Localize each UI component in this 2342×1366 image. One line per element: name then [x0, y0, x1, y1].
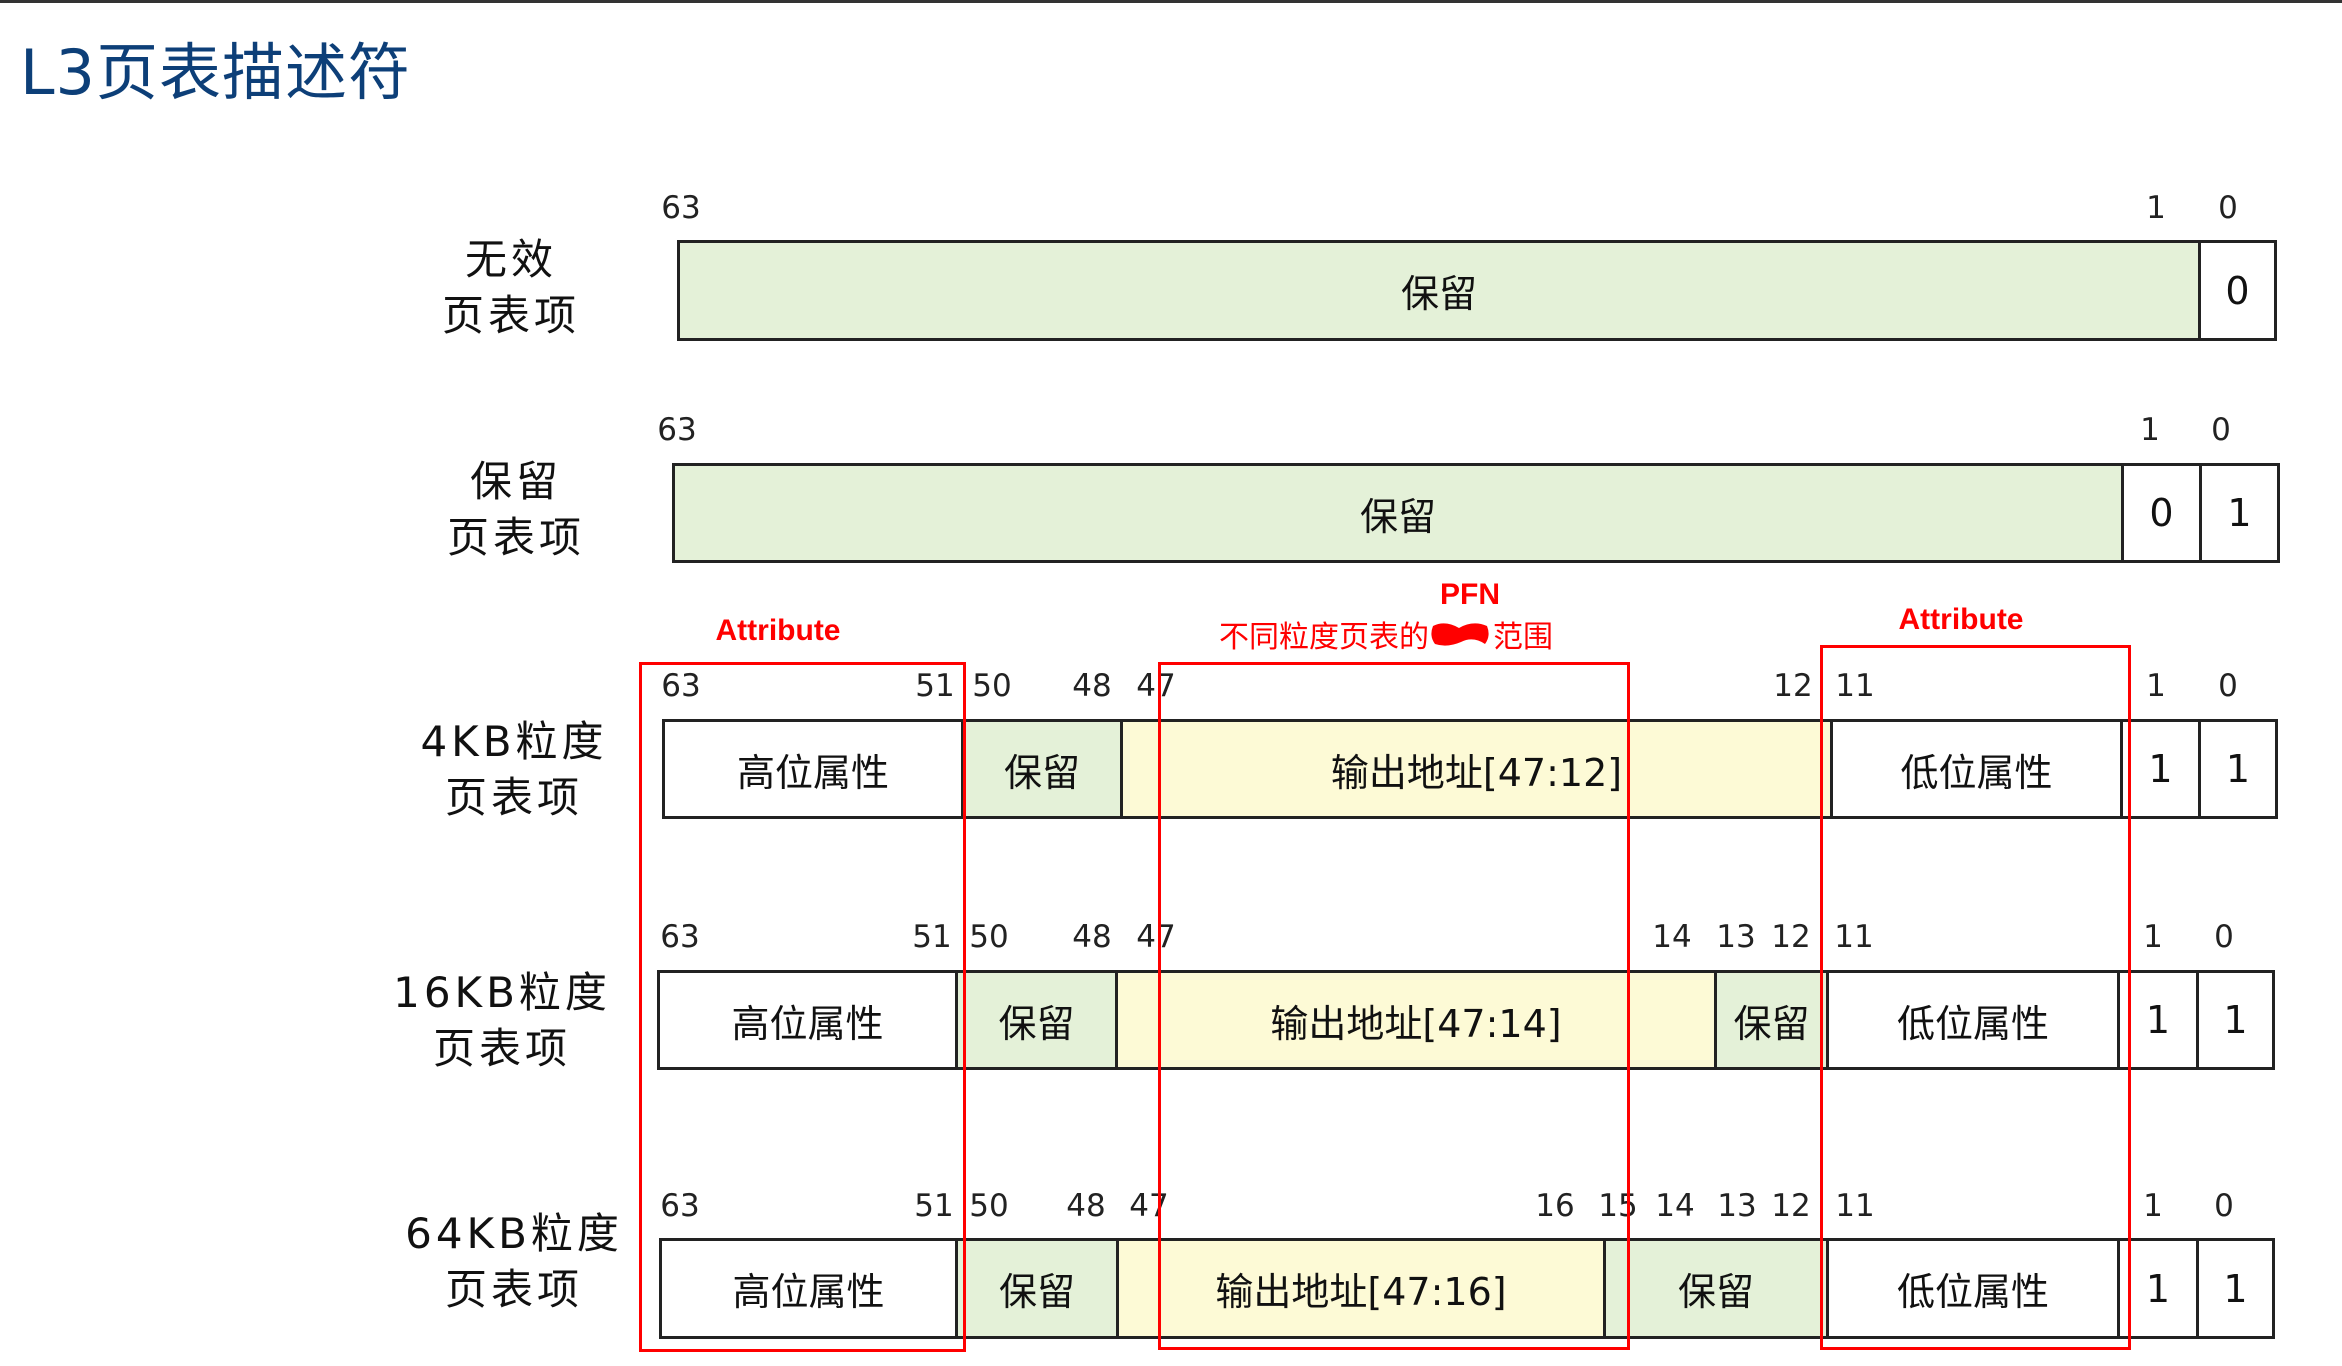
page-title: L3页表描述符	[20, 36, 411, 109]
bit-number: 0	[2214, 919, 2234, 955]
bit-number: 47	[1136, 919, 1176, 955]
redaction-scribble-icon	[1429, 618, 1493, 650]
top-border	[0, 0, 2342, 3]
field-attr: 高位属性	[662, 1241, 955, 1336]
low-attribute-highlight	[1820, 645, 2131, 1350]
field-bit: 1	[2199, 466, 2277, 560]
bit-number: 1	[2140, 412, 2160, 448]
bit-number: 12	[1771, 1188, 1811, 1224]
bit-number: 1	[2146, 190, 2166, 226]
field-bit: 1	[2196, 1241, 2272, 1336]
pfn-description: 不同粒度页表的 范围	[1219, 612, 1553, 656]
bit-number: 63	[660, 919, 700, 955]
bit-number: 50	[969, 1188, 1009, 1224]
field-address: 输出地址[47:16]	[1116, 1241, 1603, 1336]
row-label-line: 页表项	[446, 513, 586, 562]
bit-number: 63	[661, 668, 701, 704]
bit-number: 50	[969, 919, 1009, 955]
bit-number: 14	[1655, 1188, 1695, 1224]
bit-number: 11	[1835, 1188, 1875, 1224]
bit-number: 13	[1717, 1188, 1757, 1224]
bit-number: 13	[1716, 919, 1756, 955]
bit-number: 12	[1771, 919, 1811, 955]
row-label-line: 无效	[464, 235, 558, 284]
pfn-highlight	[1158, 662, 1630, 1350]
field-reserved: 保留	[955, 1241, 1116, 1336]
bit-number: 0	[2214, 1188, 2234, 1224]
row-label-line: 保留	[469, 457, 563, 506]
field-attr: 高位属性	[665, 722, 961, 816]
pfn-description-before: 不同粒度页表的	[1219, 620, 1429, 655]
field-bit: 1	[2196, 973, 2272, 1067]
field-address: 输出地址[47:12]	[1120, 722, 1830, 816]
attribute-label-left: Attribute	[715, 614, 841, 647]
bit-number: 47	[1129, 1188, 1169, 1224]
field-bit: 1	[2120, 722, 2198, 816]
bit-number: 11	[1835, 668, 1875, 704]
bit-number: 63	[661, 190, 701, 226]
row-label: 保留页表项	[447, 454, 585, 566]
bit-number: 16	[1535, 1188, 1575, 1224]
pfn-description-after: 范围	[1493, 620, 1553, 655]
bit-number: 50	[972, 668, 1012, 704]
field-reserved: 保留	[961, 722, 1120, 816]
bit-number: 1	[2143, 1188, 2163, 1224]
bit-number: 51	[915, 668, 955, 704]
row-label: 无效页表项	[442, 232, 580, 344]
row-label-line: 页表项	[444, 773, 584, 822]
bit-number: 0	[2218, 668, 2238, 704]
bit-number: 0	[2211, 412, 2231, 448]
bit-number: 63	[660, 1188, 700, 1224]
field-address: 输出地址[47:14]	[1115, 973, 1714, 1067]
row-label: 4KB粒度页表项	[420, 714, 607, 826]
bit-number: 48	[1072, 668, 1112, 704]
field-bit: 0	[2121, 466, 2199, 560]
row-label-line: 16KB粒度	[393, 968, 611, 1017]
field-bit: 0	[2198, 243, 2274, 338]
field-attr: 低位属性	[1830, 722, 2120, 816]
field-reserved: 保留	[1714, 973, 1826, 1067]
field-reserved: 保留	[1603, 1241, 1826, 1336]
field-attr: 低位属性	[1826, 1241, 2117, 1336]
field-reserved: 保留	[680, 243, 2198, 338]
bit-number: 63	[657, 412, 697, 448]
bit-number: 48	[1066, 1188, 1106, 1224]
field-reserved: 保留	[675, 466, 2121, 560]
pfn-label: PFN	[1440, 578, 1500, 611]
bit-number: 12	[1773, 668, 1813, 704]
row-label-line: 页表项	[432, 1024, 571, 1073]
bit-number: 51	[914, 1188, 954, 1224]
bit-number: 0	[2218, 190, 2238, 226]
field-bit: 1	[2198, 722, 2275, 816]
row-label: 16KB粒度页表项	[393, 965, 611, 1077]
bit-number: 47	[1136, 668, 1176, 704]
bit-number: 1	[2143, 919, 2163, 955]
row-label: 64KB粒度页表项	[405, 1206, 623, 1318]
bit-number: 48	[1072, 919, 1112, 955]
field-reserved: 保留	[955, 973, 1115, 1067]
row-label-line: 页表项	[444, 1265, 583, 1314]
bit-number: 51	[912, 919, 952, 955]
bit-number: 15	[1598, 1188, 1638, 1224]
attribute-label-right: Attribute	[1898, 603, 2024, 636]
bit-number: 14	[1652, 919, 1692, 955]
bit-number: 1	[2146, 668, 2166, 704]
row-label-line: 页表项	[441, 291, 581, 340]
row-label-line: 64KB粒度	[405, 1209, 623, 1258]
bit-number: 11	[1834, 919, 1874, 955]
field-attr: 低位属性	[1826, 973, 2117, 1067]
field-attr: 高位属性	[660, 973, 955, 1067]
row-label-line: 4KB粒度	[420, 717, 608, 766]
high-attribute-highlight	[639, 662, 966, 1352]
